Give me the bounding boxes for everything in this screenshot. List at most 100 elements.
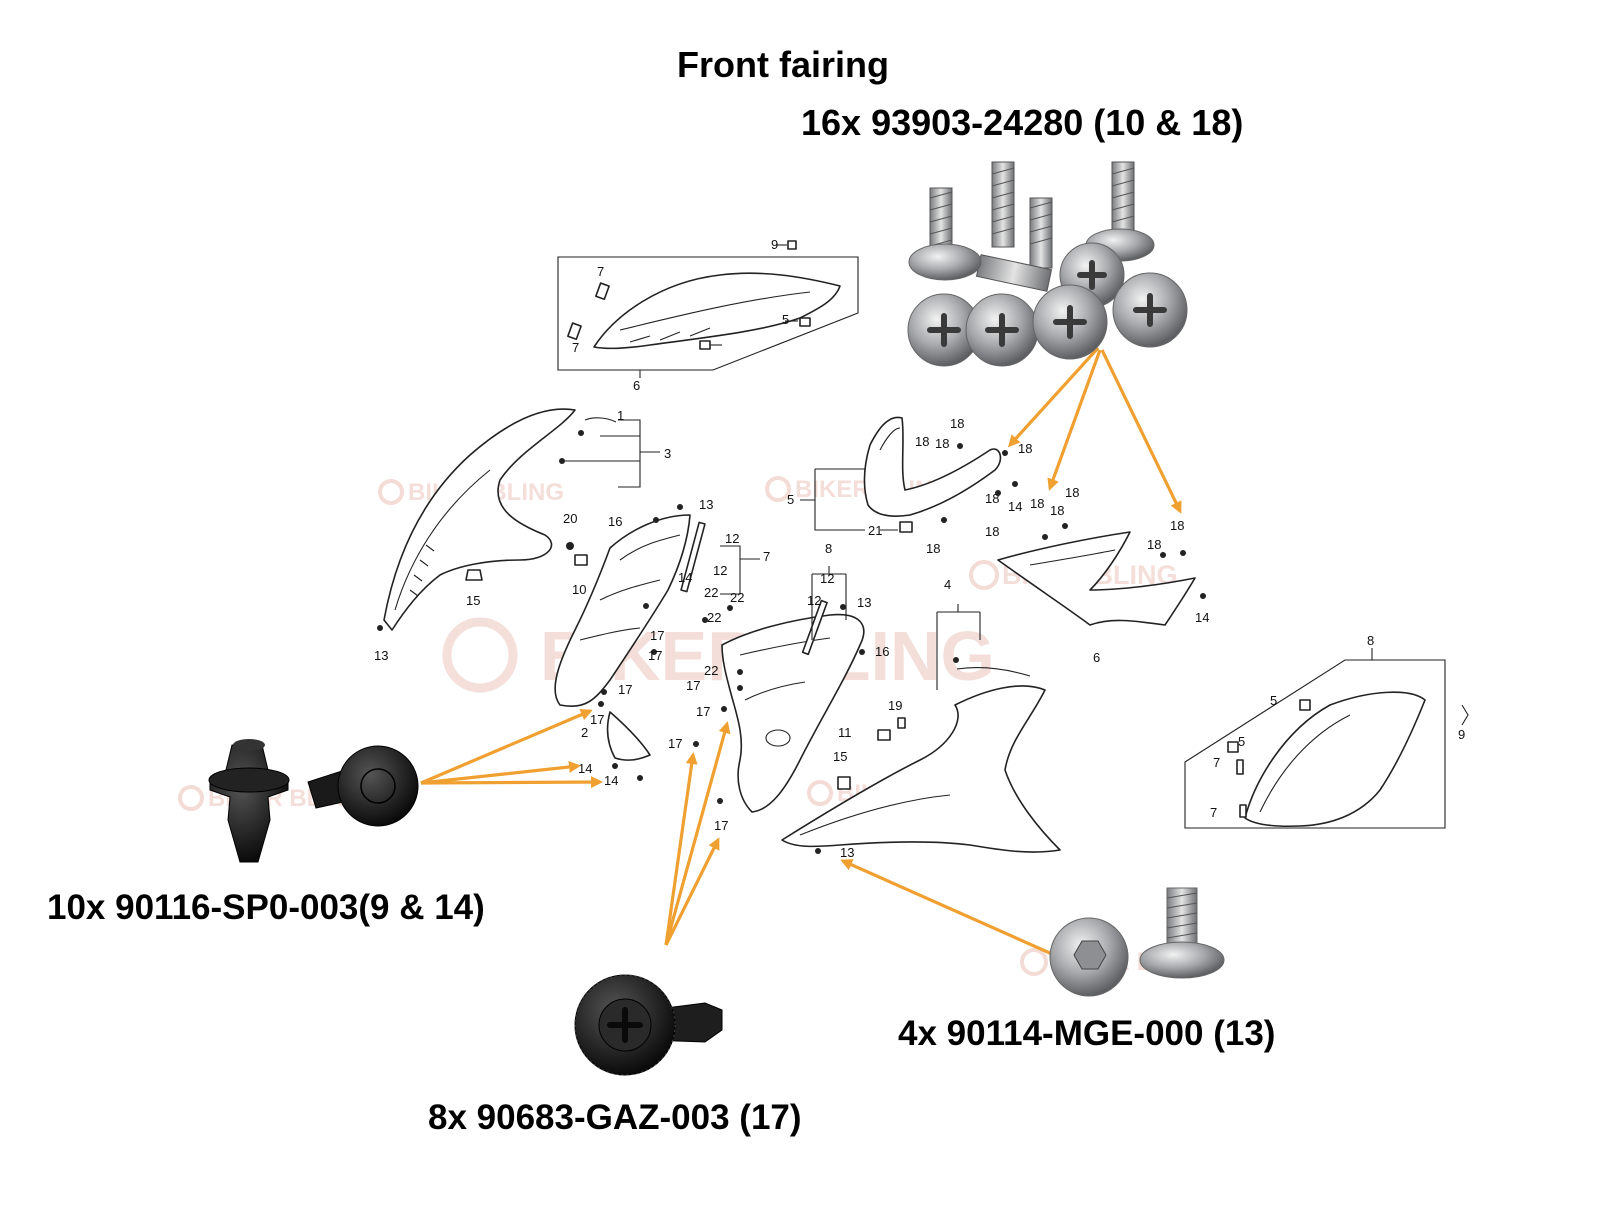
callout-7-side-b: 7 — [1210, 805, 1217, 820]
caption-clip-90116: 10x 90116-SP0-003(9 & 14) — [47, 888, 485, 927]
arrow-clip17-2 — [664, 721, 731, 946]
callout-22-c: 22 — [707, 610, 721, 625]
bolt-90114-image — [1049, 887, 1225, 997]
lower-cowl-assembly-4 — [781, 604, 1061, 853]
callout-15-b: 15 — [833, 749, 847, 764]
callout-5-side-a: 5 — [1270, 693, 1277, 708]
callout-17-g: 17 — [668, 736, 682, 751]
side-panel-part — [1244, 691, 1426, 828]
arrow-clip17-1 — [664, 752, 698, 946]
callout-2: 2 — [581, 725, 588, 740]
lower-cowl-part — [781, 685, 1061, 853]
callout-labels: 1 2 3 4 5 5 5 5 6 6 7 7 7 7 7 8 8 9 19 9… — [374, 237, 1465, 860]
callout-18-a: 18 — [950, 416, 964, 431]
bolt-head-side — [1139, 941, 1225, 979]
callout-9-panel: 9 — [771, 237, 778, 252]
clip-90116-image — [208, 739, 419, 863]
callout-9-side: 9 — [1458, 727, 1465, 742]
arrow-clip14-1 — [420, 709, 593, 785]
clip-90683-image — [574, 974, 723, 1076]
arrow-clip14-3 — [420, 776, 603, 789]
caption-clip-90683: 8x 90683-GAZ-003 (17) — [428, 1098, 802, 1137]
callout-5-side-b: 5 — [1238, 734, 1245, 749]
callout-18-g: 18 — [1050, 503, 1064, 518]
upper-cowl-right-part — [863, 416, 1002, 517]
callout-18-k: 18 — [1147, 537, 1161, 552]
callout-17-a: 17 — [650, 628, 664, 643]
callout-12-c: 12 — [820, 571, 834, 586]
screw-93903-image — [907, 161, 1188, 367]
callout-14-e: 14 — [1195, 610, 1209, 625]
side-cowl-right-part — [997, 531, 1196, 626]
callout-13-top: 13 — [699, 497, 713, 512]
callout-8-side: 8 — [1367, 633, 1374, 648]
center-cowl-part — [554, 514, 691, 707]
callout-17-h: 17 — [714, 818, 728, 833]
callout-18-f: 18 — [1030, 496, 1044, 511]
arrow-screw-2 — [1047, 349, 1102, 491]
callout-19: 19 — [888, 698, 902, 713]
callout-12-d: 12 — [807, 593, 821, 608]
callout-18-h: 18 — [1065, 485, 1079, 500]
callout-5-panel: 5 — [782, 312, 789, 327]
callout-8-center: 8 — [825, 541, 832, 556]
page-title: Front fairing — [677, 44, 889, 85]
caption-bolt-90114: 4x 90114-MGE-000 (13) — [898, 1014, 1276, 1053]
callout-22-b: 22 — [730, 590, 744, 605]
watermark-logo-center: BIKER BLING — [442, 617, 995, 695]
callout-22-a: 22 — [704, 585, 718, 600]
upper-cowl-assembly — [377, 408, 660, 631]
upper-cowl-left-part — [383, 408, 576, 631]
center-cowl-assembly-7 — [554, 514, 760, 761]
inner-panel-assembly-6 — [557, 240, 859, 378]
misc-hardware — [566, 443, 1206, 854]
callout-14-d: 14 — [1008, 499, 1022, 514]
callout-14-c: 14 — [604, 773, 618, 788]
callout-17-c: 17 — [618, 682, 632, 697]
callout-17-d: 17 — [590, 712, 604, 727]
callout-10: 10 — [572, 582, 586, 597]
screw-shank-a — [929, 187, 953, 259]
callout-11: 11 — [838, 725, 852, 740]
callout-18-l: 18 — [1170, 518, 1184, 533]
arrow-screw-3 — [1100, 349, 1182, 514]
arrow-screw-1 — [1007, 346, 1100, 448]
callout-7-side-a: 7 — [1213, 755, 1220, 770]
middle-inner-part — [721, 613, 865, 813]
callout-7-panel-a: 7 — [597, 264, 604, 279]
callout-4: 4 — [944, 577, 951, 592]
callout-16-b: 16 — [875, 644, 889, 659]
pointer-arrows — [420, 346, 1182, 956]
arrow-bolt13 — [840, 859, 1053, 956]
callout-18-c: 18 — [935, 436, 949, 451]
callout-18-i: 18 — [926, 541, 940, 556]
middle-inner-assembly — [721, 566, 865, 813]
callout-7-cowl: 7 — [763, 549, 770, 564]
callout-18-b: 18 — [915, 434, 929, 449]
callout-22-d: 22 — [704, 663, 718, 678]
callout-13-lower: 13 — [840, 845, 854, 860]
side-panel-assembly-8 — [1184, 648, 1469, 829]
screw-shank-d — [1111, 161, 1135, 243]
arrow-clip14-2 — [420, 761, 581, 785]
callout-21: 21 — [868, 523, 882, 538]
callout-13-left: 13 — [374, 648, 388, 663]
phillips-slots — [927, 260, 1167, 347]
callout-7-panel-b: 7 — [572, 340, 579, 355]
callout-18-j: 18 — [985, 524, 999, 539]
callout-6-panel: 6 — [633, 378, 640, 393]
screw-shank-b — [991, 161, 1015, 248]
callout-5-cowl: 5 — [787, 492, 794, 507]
side-cowl-right-6 — [997, 531, 1196, 626]
inner-panel-part — [593, 272, 841, 350]
callout-17-b: 17 — [648, 648, 662, 663]
callout-12-b: 12 — [713, 563, 727, 578]
callout-6-cowl: 6 — [1093, 650, 1100, 665]
screw-shank-c — [1029, 197, 1053, 269]
caption-screw-93903: 16x 93903-24280 (10 & 18) — [801, 102, 1244, 143]
upper-cowl-right-assembly — [800, 416, 1002, 533]
callout-1: 1 — [617, 408, 624, 423]
callout-15-a: 15 — [466, 593, 480, 608]
